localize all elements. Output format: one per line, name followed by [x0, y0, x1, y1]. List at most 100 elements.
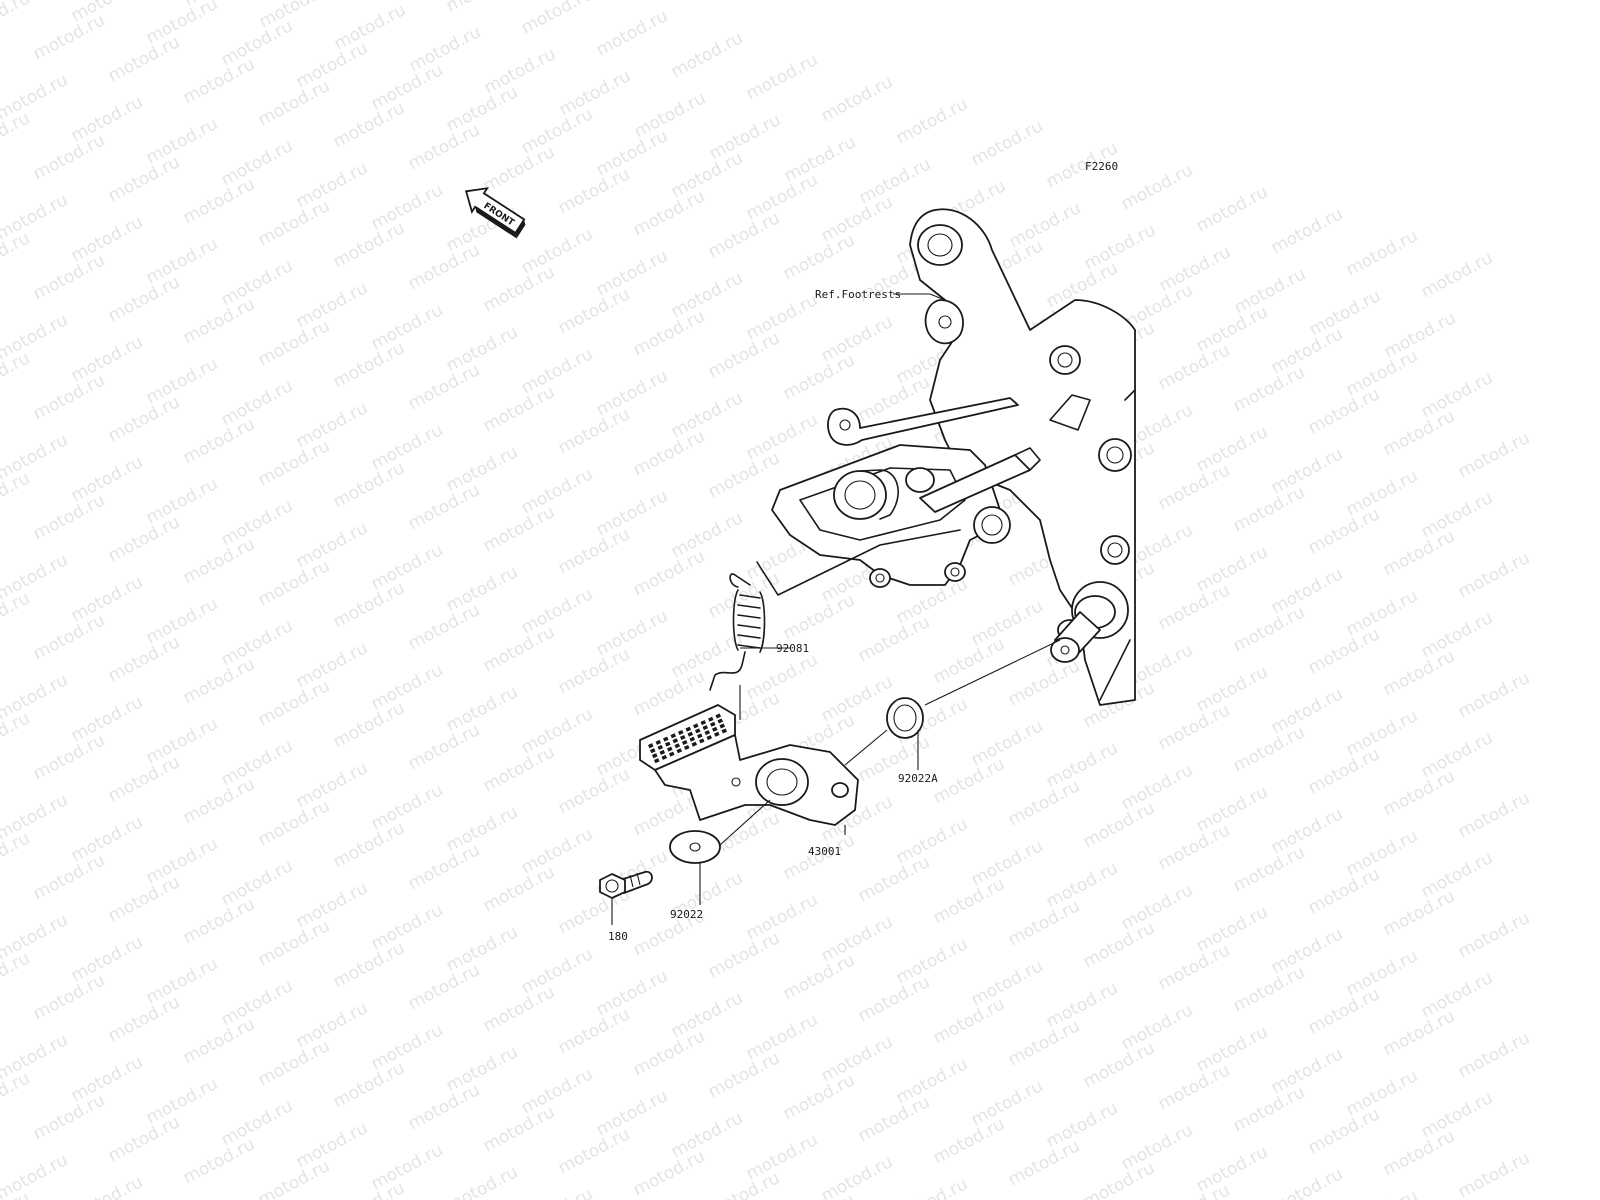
watermark-text: motod.ru: [593, 966, 671, 1020]
watermark-text: motod.ru: [143, 0, 221, 48]
watermark-text: motod.ru: [818, 1152, 896, 1200]
watermark-text: motod.ru: [1118, 760, 1196, 814]
watermark-text: motod.ru: [30, 850, 108, 904]
tread-dot: [700, 720, 707, 726]
watermark-text: motod.ru: [405, 240, 483, 294]
tread-dot: [652, 753, 658, 759]
tread-dot: [719, 723, 726, 729]
watermark-text: motod.ru: [668, 508, 746, 562]
watermark-text: motod.ru: [143, 714, 221, 768]
watermark-text: motod.ru: [105, 32, 183, 86]
watermark-text: motod.ru: [143, 834, 221, 888]
watermark-text: motod.ru: [930, 1114, 1008, 1168]
watermark-text: motod.ru: [330, 578, 408, 632]
bolt: [599, 870, 653, 899]
watermark-text: motod.ru: [1418, 608, 1496, 662]
watermark-text: motod.ru: [480, 502, 558, 556]
watermark-text: motod.ru: [1155, 940, 1233, 994]
watermark-text: motod.ru: [405, 120, 483, 174]
watermark-text: motod.ru: [1155, 1180, 1233, 1200]
watermark-text: motod.ru: [1455, 548, 1533, 602]
watermark-text: motod.ru: [1080, 798, 1158, 852]
watermark-text: motod.ru: [255, 436, 333, 490]
watermark-text: motod.ru: [1418, 968, 1496, 1022]
watermark-text: motod.ru: [1155, 460, 1233, 514]
watermark-text: motod.ru: [480, 742, 558, 796]
watermark-text: motod.ru: [1305, 1104, 1383, 1158]
watermark-text: motod.ru: [1006, 198, 1084, 252]
watermark-text: motod.ru: [930, 994, 1008, 1048]
watermark-text: motod.ru: [705, 328, 783, 382]
watermark-text: motod.ru: [180, 534, 258, 588]
tread-dot: [682, 739, 688, 745]
watermark-text: motod.ru: [330, 218, 408, 272]
watermark-text: motod.ru: [68, 1052, 146, 1106]
watermark-text: motod.ru: [1455, 908, 1533, 962]
watermark-text: motod.ru: [68, 332, 146, 386]
watermark-text: motod.ru: [1043, 978, 1121, 1032]
washer: [669, 830, 721, 864]
watermark-text: motod.ru: [706, 110, 784, 164]
watermark-text: motod.ru: [1193, 302, 1271, 356]
watermark-text: motod.ru: [1005, 776, 1083, 830]
watermark-text: motod.ru: [105, 272, 183, 326]
watermark-text: motod.ru: [1418, 248, 1496, 302]
watermark-text: motod.ru: [180, 654, 258, 708]
watermark-text: motod.ru: [368, 300, 446, 354]
watermark-text: motod.ru: [1118, 880, 1196, 934]
watermark-text: motod.ru: [1230, 1082, 1308, 1136]
watermark-text: motod.ru: [30, 10, 108, 64]
watermark-text: motod.ru: [143, 474, 221, 528]
watermark-text: motod.ru: [668, 988, 746, 1042]
frame-bracket: [909, 208, 1136, 706]
watermark-text: motod.ru: [180, 54, 258, 108]
watermark-text: motod.ru: [1043, 1098, 1121, 1152]
watermark-text: motod.ru: [405, 840, 483, 894]
watermark-text: motod.ru: [330, 938, 408, 992]
watermark-text: motod.ru: [330, 1178, 408, 1200]
watermark-text: motod.ru: [68, 812, 146, 866]
watermark-text: motod.ru: [518, 944, 596, 998]
tread-dot: [657, 744, 664, 750]
tread-dot: [648, 743, 654, 749]
watermark-text: motod.ru: [1268, 684, 1346, 738]
watermark-text: motod.ru: [405, 720, 483, 774]
watermark-text: motod.ru: [105, 632, 183, 686]
watermark-text: motod.ru: [105, 152, 183, 206]
tread-dot: [668, 751, 675, 757]
watermark-text: motod.ru: [1418, 488, 1496, 542]
brake-pedal: [639, 704, 859, 826]
watermark-text: motod.ru: [930, 874, 1008, 928]
watermark-text: motod.ru: [893, 814, 971, 868]
watermark-text: motod.ru: [1305, 504, 1383, 558]
watermark-text: motod.ru: [143, 354, 221, 408]
watermark-text: motod.ru: [555, 164, 633, 218]
watermark-text: motod.ru: [481, 44, 559, 98]
tread-dot: [661, 754, 668, 760]
watermark-text: motod.ru: [443, 82, 521, 136]
watermark-text: motod.ru: [1418, 1088, 1496, 1142]
watermark-text: motod.ru: [518, 824, 596, 878]
assembly-lines: [611, 293, 1061, 925]
watermark-text: motod.ru: [1380, 766, 1458, 820]
watermark-text: motod.ru: [480, 982, 558, 1036]
watermark-text: motod.ru: [1155, 820, 1233, 874]
watermark-text: motod.ru: [930, 634, 1008, 688]
watermark-text: motod.ru: [630, 1026, 708, 1080]
watermark-text: motod.ru: [1043, 858, 1121, 912]
watermark-text: motod.ru: [218, 856, 296, 910]
watermark-text: motod.ru: [1305, 864, 1383, 918]
watermark-text: motod.ru: [555, 764, 633, 818]
watermark-text: motod.ru: [780, 230, 858, 284]
watermark-text: motod.ru: [1155, 340, 1233, 394]
diagram-code-label: F2260: [1085, 160, 1118, 173]
watermark-text: motod.ru: [218, 496, 296, 550]
watermark-text: motod.ru: [780, 590, 858, 644]
tread-dot: [704, 730, 711, 736]
watermark-text: motod.ru: [1193, 542, 1271, 596]
tread-dot: [695, 728, 701, 734]
watermark-text: motod.ru: [855, 612, 933, 666]
watermark-text: motod.ru: [368, 180, 446, 234]
tread-dot: [662, 736, 669, 742]
watermark-text: motod.ru: [1118, 1120, 1196, 1174]
